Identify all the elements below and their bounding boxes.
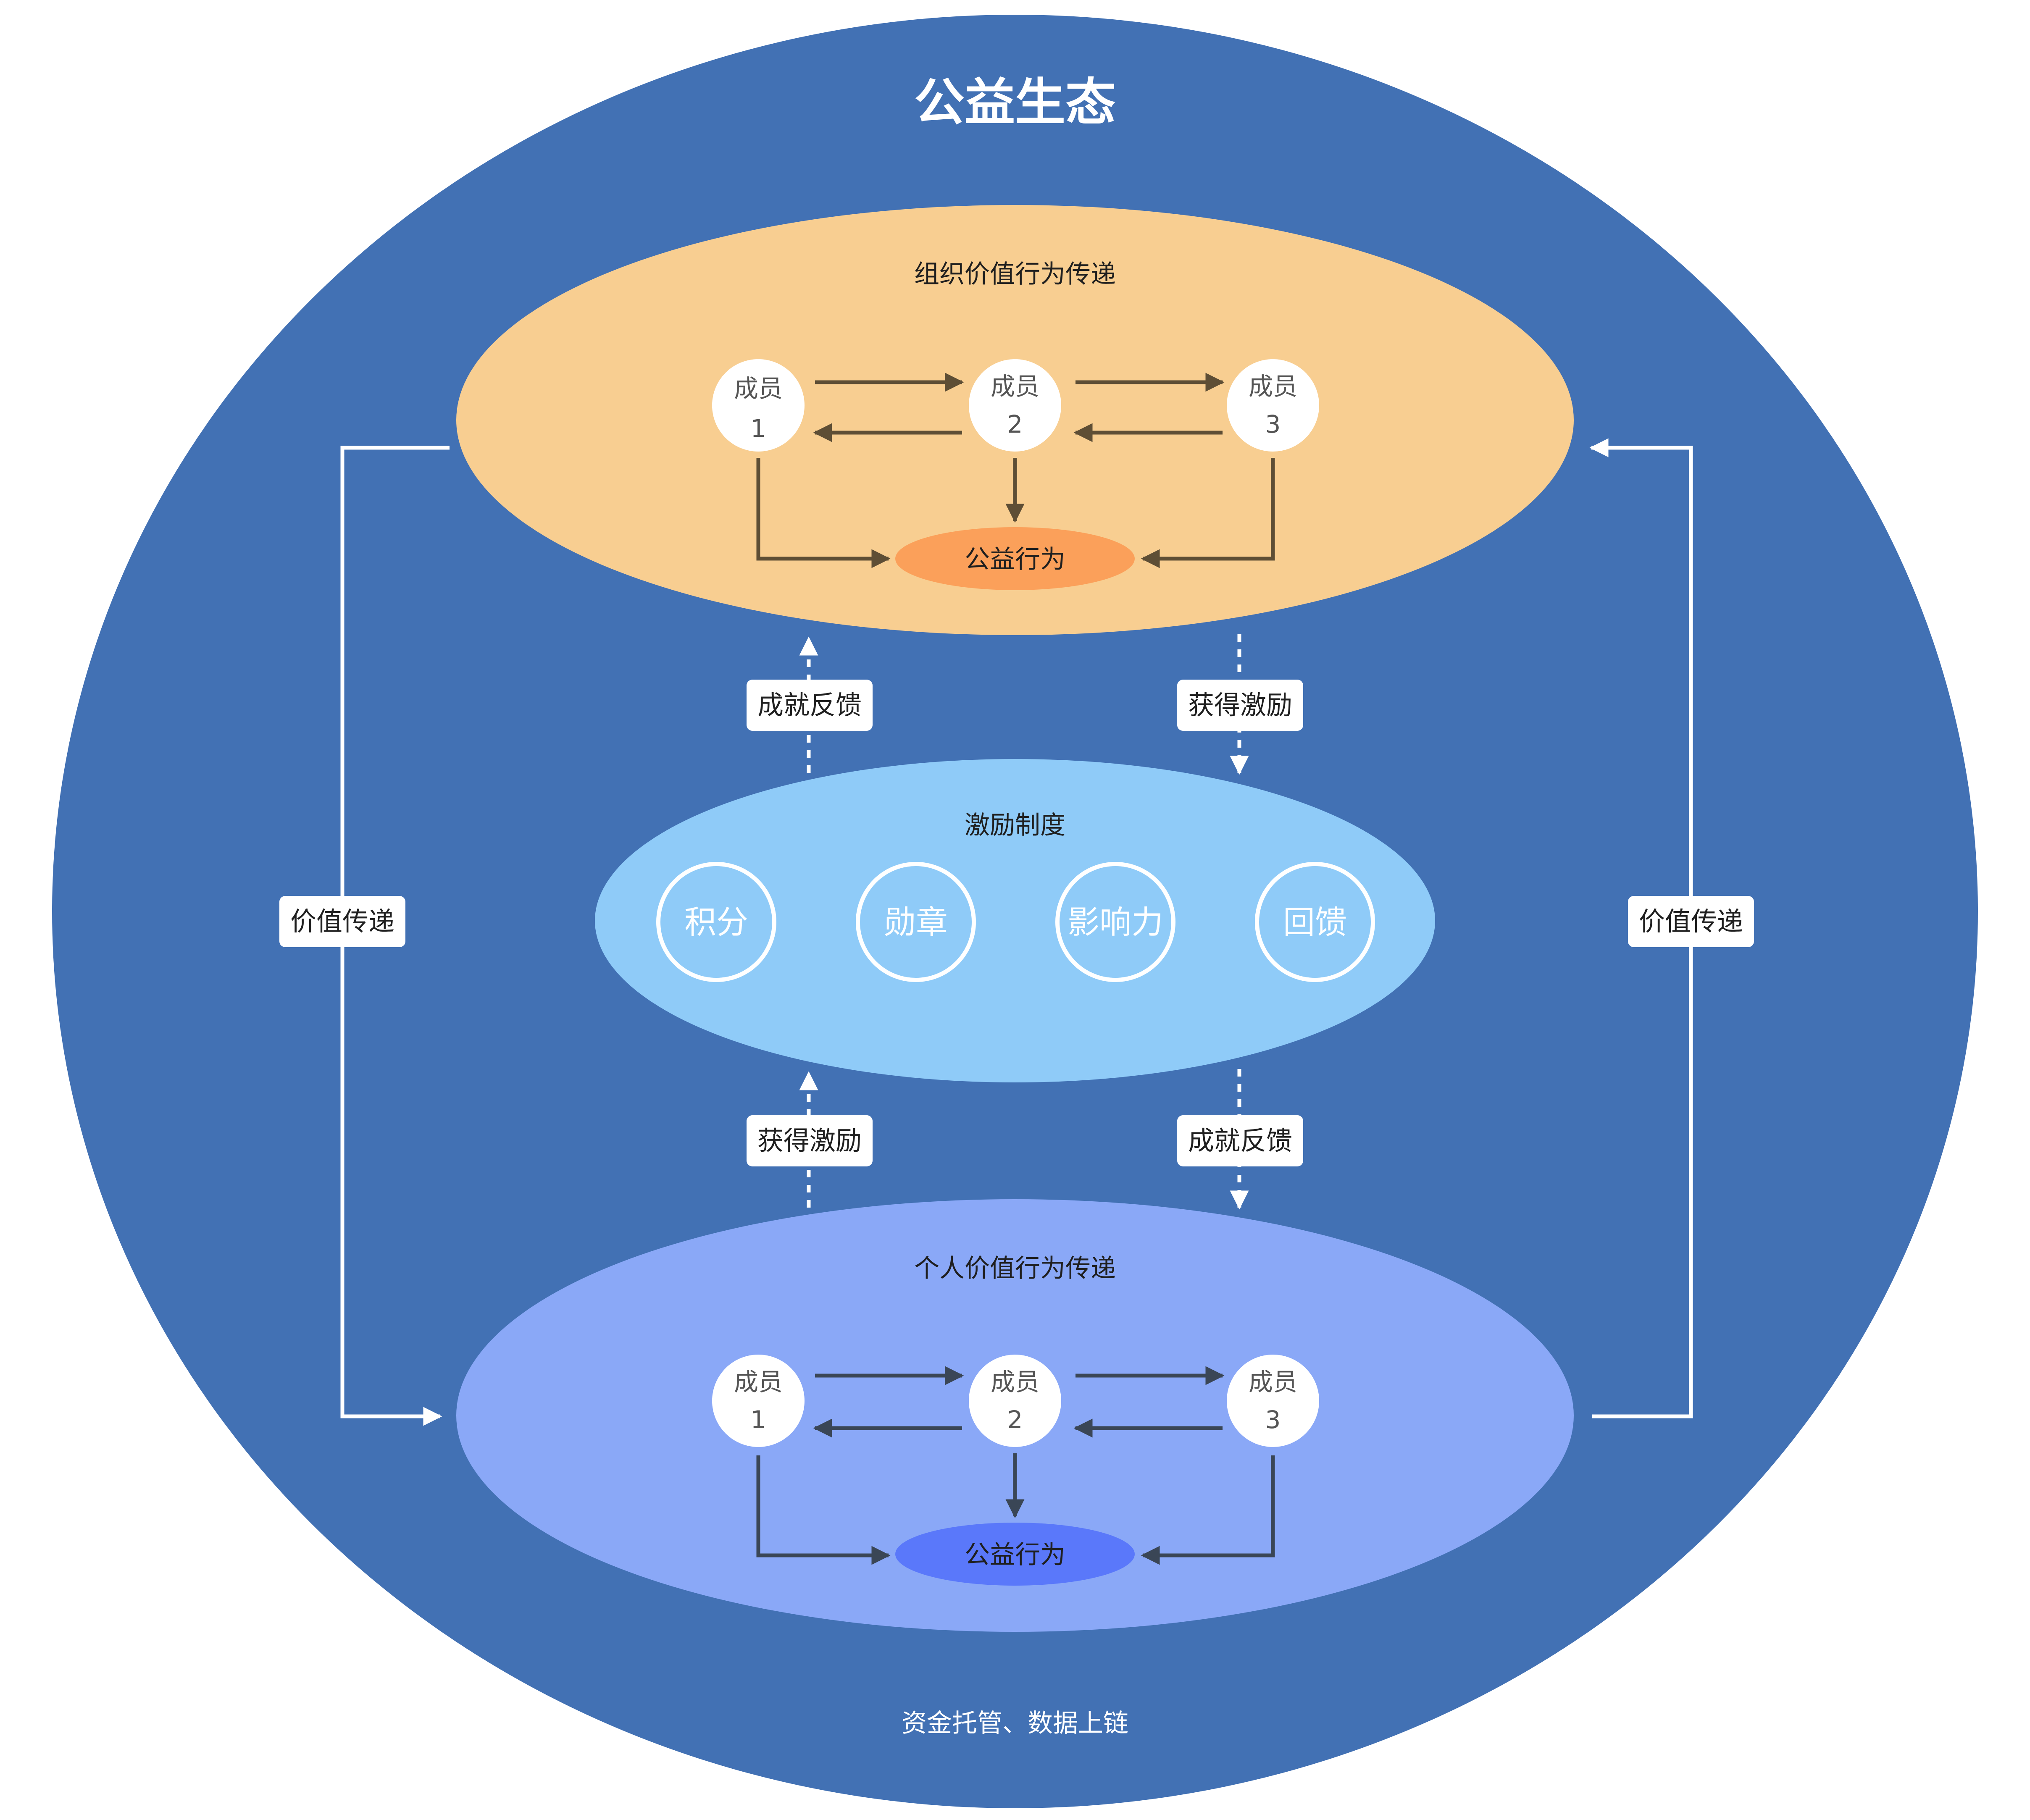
personal-arrow-1-to-action — [756, 1455, 891, 1565]
personal-member-3-number: 3 — [1265, 1405, 1281, 1434]
incentive-item-influence: 影响力 — [1055, 862, 1175, 982]
personal-member-2-label: 成员 — [991, 1368, 1039, 1396]
value-transfer-left-text: 价值传递 — [290, 906, 394, 937]
org-member-2: 成员 2 — [969, 359, 1061, 452]
flow-label-incentive-lower: 获得激励 — [747, 1115, 873, 1166]
flow-label-incentive-upper-text: 获得激励 — [1188, 690, 1292, 720]
value-transfer-right-label: 价值传递 — [1628, 896, 1754, 947]
footer-note: 资金托管、数据上链 — [902, 1709, 1128, 1738]
incentive-item-badge-label: 勋章 — [884, 903, 948, 941]
flow-label-achievement-upper: 成就反馈 — [747, 680, 873, 731]
incentive-group: 激励制度 积分 勋章 影响力 回馈 — [595, 759, 1435, 1082]
org-member-3: 成员 3 — [1227, 359, 1319, 452]
flow-label-incentive-lower-text: 获得激励 — [757, 1125, 862, 1156]
personal-member-1-label: 成员 — [734, 1368, 783, 1396]
org-group: 组织价值行为传递 成员 1 成员 2 成员 3 公益行为 — [456, 205, 1574, 635]
incentive-item-reward: 回馈 — [1255, 862, 1375, 982]
personal-member-3: 成员 3 — [1227, 1355, 1319, 1447]
org-member-2-label: 成员 — [991, 372, 1039, 401]
incentive-item-points: 积分 — [656, 862, 776, 982]
personal-group-label: 个人价值行为传递 — [914, 1254, 1116, 1283]
personal-member-1-number: 1 — [751, 1405, 766, 1434]
incentive-label: 激励制度 — [965, 811, 1065, 840]
value-transfer-left-label: 价值传递 — [279, 896, 405, 947]
org-arrow-1-to-action — [756, 458, 891, 568]
org-member-1: 成员 1 — [712, 359, 805, 452]
incentive-item-points-label: 积分 — [684, 903, 748, 941]
org-member-2-number: 2 — [1007, 410, 1023, 439]
incentive-item-badge: 勋章 — [856, 862, 976, 982]
org-member-3-number: 3 — [1265, 410, 1281, 439]
org-arrow-3-to-action — [1141, 458, 1275, 568]
incentive-item-influence-label: 影响力 — [1068, 903, 1163, 941]
personal-member-3-label: 成员 — [1249, 1368, 1297, 1396]
flow-label-achievement-lower: 成就反馈 — [1177, 1115, 1303, 1166]
personal-action-ellipse — [895, 1523, 1135, 1586]
personal-member-2: 成员 2 — [969, 1355, 1061, 1447]
personal-group: 个人价值行为传递 成员 1 成员 2 成员 3 公益行为 — [456, 1199, 1574, 1632]
flow-label-achievement-upper-text: 成就反馈 — [757, 690, 862, 720]
org-member-1-label: 成员 — [734, 374, 783, 403]
org-action-ellipse — [895, 527, 1135, 590]
flow-label-achievement-lower-text: 成就反馈 — [1188, 1125, 1292, 1156]
org-group-label: 组织价值行为传递 — [914, 260, 1116, 289]
personal-member-1: 成员 1 — [712, 1355, 805, 1447]
diagram-title: 公益生态 — [914, 74, 1116, 132]
incentive-ellipse — [595, 759, 1435, 1082]
incentive-item-reward-label: 回馈 — [1283, 903, 1347, 941]
personal-action-label: 公益行为 — [965, 1540, 1065, 1570]
flow-label-incentive-upper: 获得激励 — [1177, 680, 1303, 731]
org-member-3-label: 成员 — [1249, 372, 1297, 401]
org-member-1-number: 1 — [751, 414, 766, 443]
personal-member-2-number: 2 — [1007, 1405, 1023, 1434]
org-action-label: 公益行为 — [965, 545, 1065, 574]
personal-arrow-3-to-action — [1141, 1455, 1275, 1565]
value-transfer-right-text: 价值传递 — [1639, 906, 1743, 937]
